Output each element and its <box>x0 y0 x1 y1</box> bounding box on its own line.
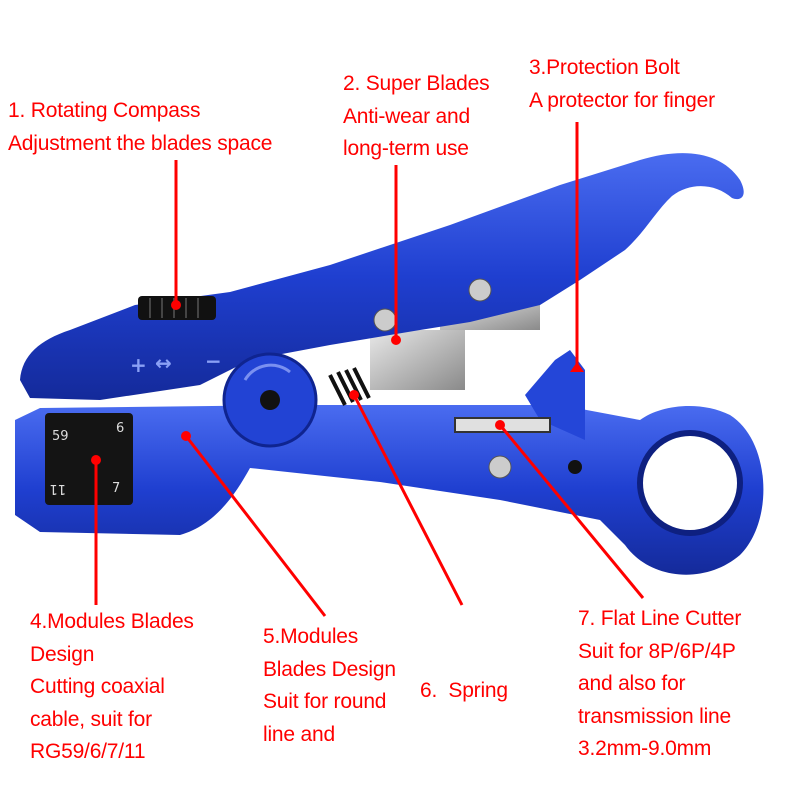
annotation-text: Anti-wear and <box>343 104 470 128</box>
lower-handle <box>15 405 764 575</box>
annotation-text: transmission line <box>578 704 731 728</box>
spring <box>328 367 371 406</box>
leader-line-6 <box>352 394 464 606</box>
annotation-text: Suit for round <box>263 690 387 713</box>
annotation-modules-blades-coax: 4.Modules Blades Design Cutting coaxial … <box>30 606 194 769</box>
rivet-icon <box>568 460 582 474</box>
annotation-modules-blades-round: 5.Modules Blades Design Suit for round l… <box>263 621 396 751</box>
leader-line-7 <box>498 424 645 599</box>
annotation-title: 7. Flat Line Cutter <box>578 607 742 630</box>
annotation-title: 2. Super Blades <box>343 72 490 95</box>
module-label-6: 6 <box>116 421 124 436</box>
super-blade <box>370 330 465 390</box>
annotation-text: Cutting coaxial <box>30 675 165 698</box>
annotation-text: RG59/6/7/11 <box>30 740 146 763</box>
minus-symbol: − <box>205 349 222 373</box>
annotation-text: Design <box>30 642 95 666</box>
annotation-title: 6. Spring <box>420 679 508 702</box>
annotation-text: line and <box>263 722 335 746</box>
annotation-rotating-compass: 1. Rotating Compass Adjustment the blade… <box>8 95 272 160</box>
screw-icon <box>373 308 397 332</box>
annotation-text: Adjustment the blades space <box>8 131 273 155</box>
annotation-text: Blades Design <box>263 657 396 681</box>
annotation-title: 1. Rotating Compass <box>8 99 201 122</box>
annotation-text: long-term use <box>343 137 469 160</box>
module-label-7: 7 <box>112 481 120 496</box>
annotation-protection-bolt: 3.Protection Bolt A protector for finger <box>529 52 715 117</box>
arrow-symbol: ↔ <box>155 351 172 375</box>
upper-handle <box>20 153 744 400</box>
compass-pivot-icon <box>260 390 280 410</box>
coax-blade-module: 59 6 11 7 <box>45 413 133 505</box>
annotation-text: 3.2mm-9.0mm <box>578 737 712 760</box>
annotation-title: 4.Modules Blades <box>30 610 194 633</box>
annotation-text: cable, suit for <box>30 707 152 731</box>
module-label-59: 59 <box>52 429 69 444</box>
leader-line-5 <box>184 435 327 617</box>
module-label-11: 11 <box>49 481 66 496</box>
screw-icon <box>488 455 512 479</box>
leader-lines <box>91 122 645 617</box>
annotation-flat-line-cutter: 7. Flat Line Cutter Suit for 8P/6P/4P an… <box>578 603 741 766</box>
annotation-title: 5.Modules <box>263 625 359 648</box>
screw-icon <box>468 278 492 302</box>
annotation-text: and also for <box>578 672 686 695</box>
annotation-spring: 6. Spring <box>420 610 508 773</box>
annotation-text: A protector for finger <box>529 88 715 112</box>
annotation-super-blades: 2. Super Blades Anti-wear and long-term … <box>343 68 490 166</box>
annotation-text: Suit for 8P/6P/4P <box>578 639 736 663</box>
finger-ring-hole <box>640 433 740 533</box>
plus-symbol: + <box>130 353 147 377</box>
annotation-title: 3.Protection Bolt <box>529 56 680 79</box>
